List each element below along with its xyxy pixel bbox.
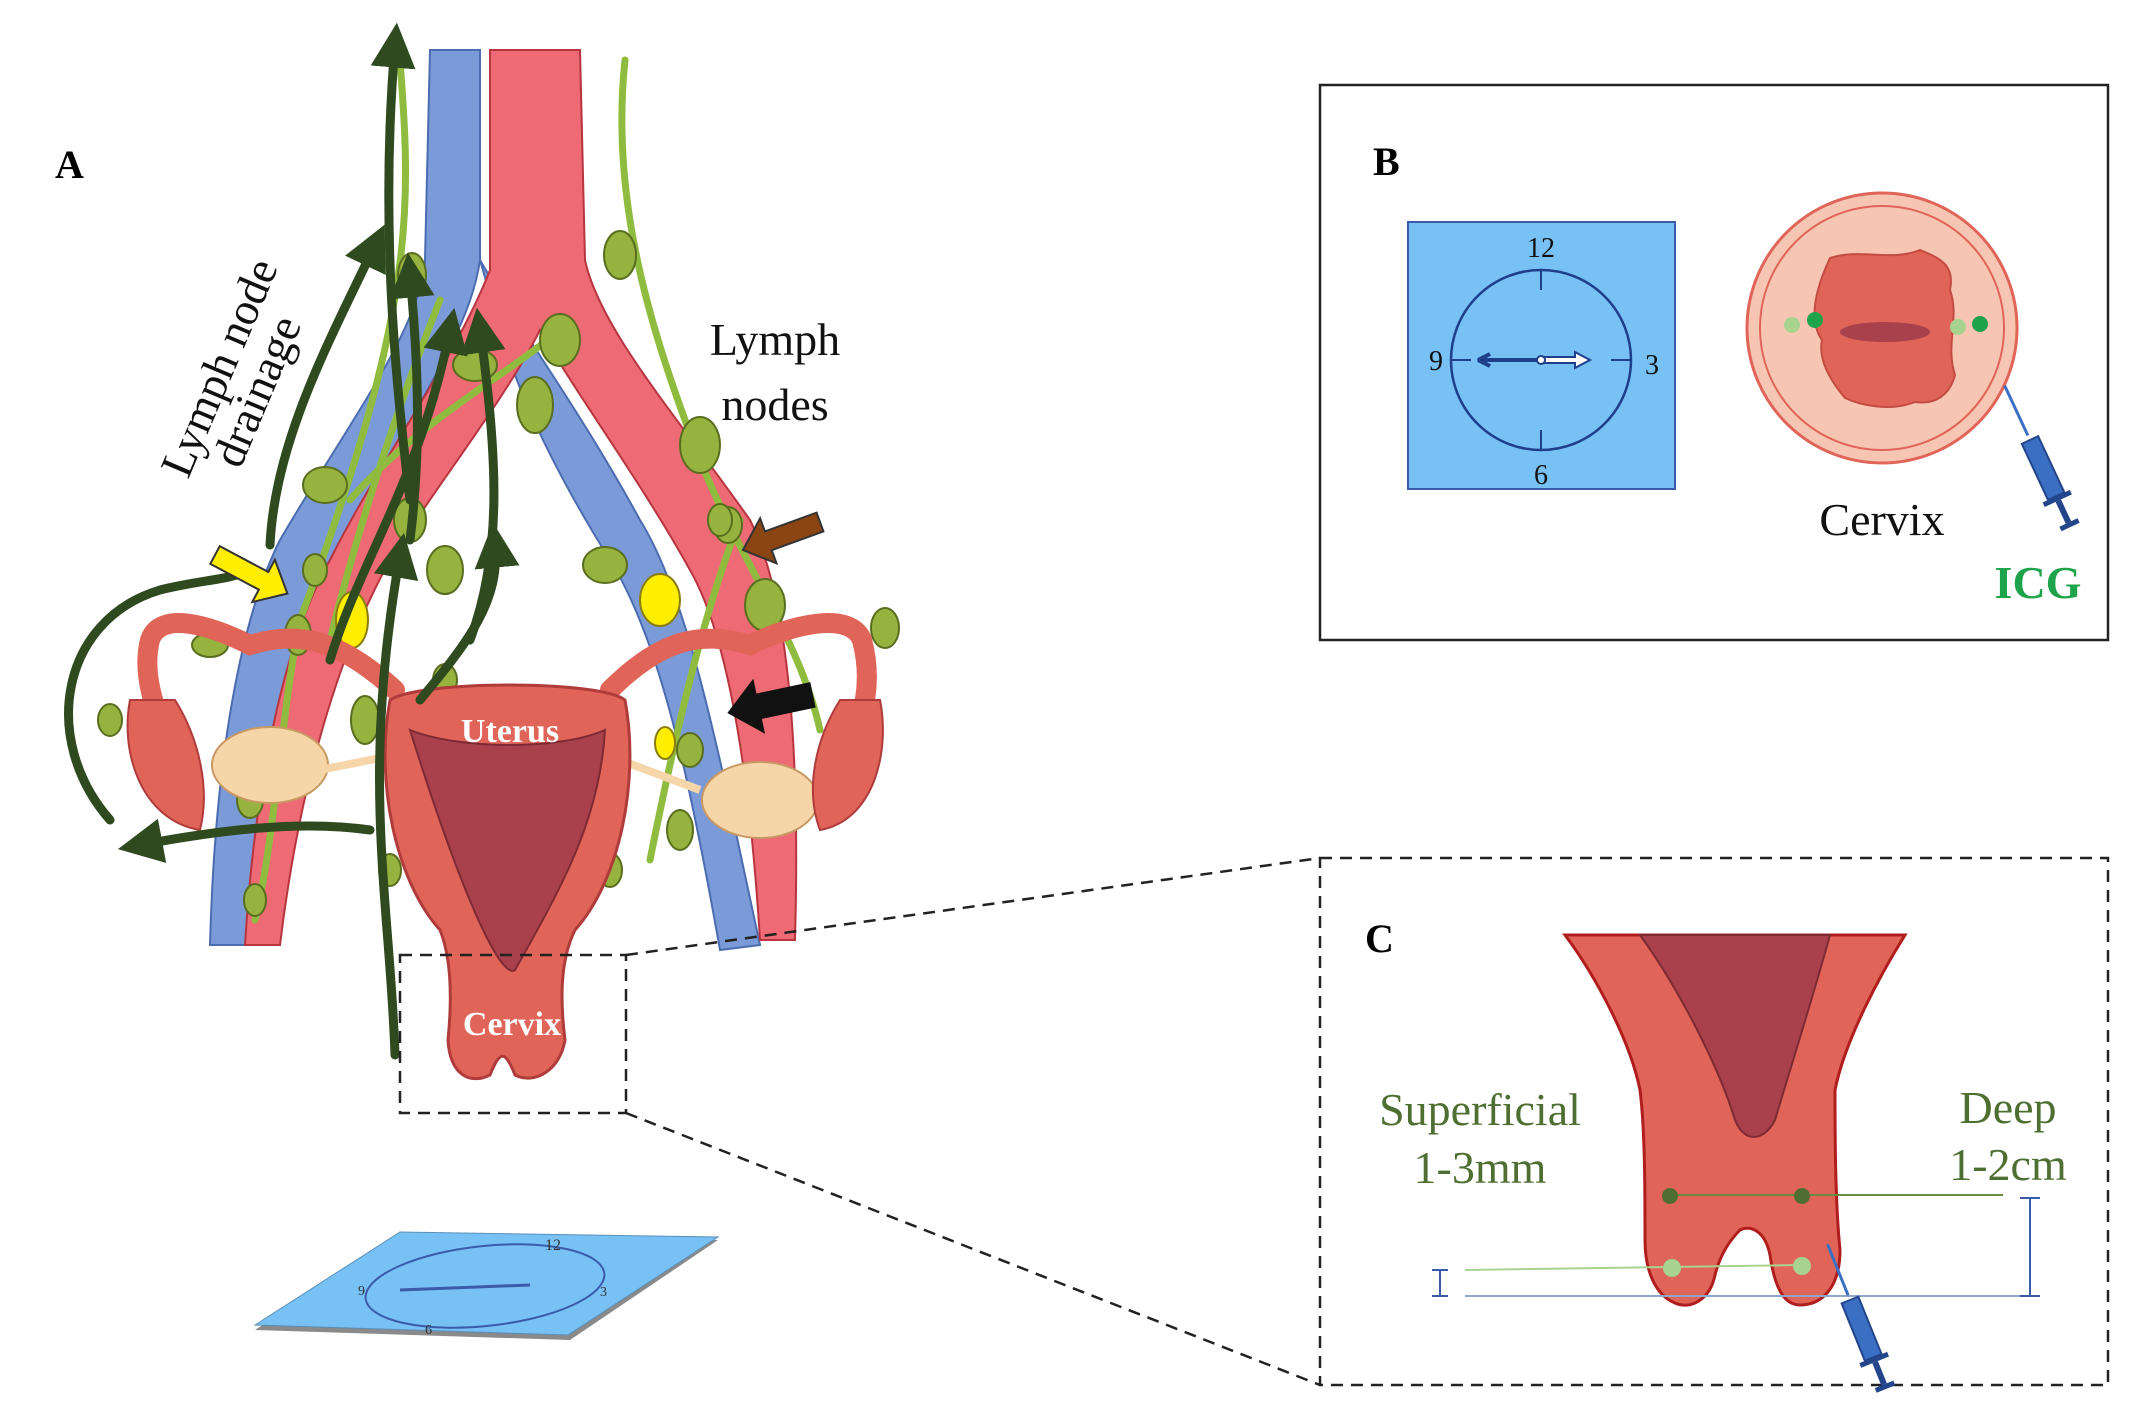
lymph-node: [676, 732, 704, 768]
panel-c-letter: C: [1365, 916, 1394, 961]
clock-12: 12: [1527, 233, 1555, 264]
black-arrow-icon: [727, 678, 816, 734]
cervix-section-canal: [1638, 934, 1832, 1138]
small-clock-9: 9: [358, 1284, 365, 1299]
lymph-node: [426, 545, 464, 595]
fimbria-right: [811, 699, 884, 832]
yellow-arrow-icon: [208, 544, 289, 604]
superficial-bracket: [1432, 1269, 1448, 1297]
ovary-left: [211, 726, 329, 804]
panel-c: C Superficial 1-3mm Deep 1-2cm: [1318, 856, 2110, 1397]
superficial-label: Superficial: [1379, 1084, 1581, 1135]
clock-icon: 12 9 3 6: [1407, 221, 1676, 491]
lymph-node: [243, 883, 267, 917]
clock-9: 9: [1429, 346, 1443, 377]
drainage-arrow: [265, 224, 386, 550]
clock-plate-small: 12 9 3 6: [253, 1231, 720, 1340]
deep-label: Deep: [1959, 1082, 2056, 1133]
panel-a: A: [55, 22, 1321, 1387]
lymph-node: [870, 607, 900, 649]
deep-injection-right: [1794, 1188, 1810, 1204]
lymph-node: [302, 466, 348, 504]
drainage-arrow: [64, 565, 255, 825]
lymph-node: [603, 230, 637, 280]
lymph-node: [302, 553, 328, 587]
uterus-cavity: [408, 728, 607, 972]
clock-3: 3: [1645, 350, 1659, 381]
deep-injection-left: [1662, 1188, 1678, 1204]
sentinel-nodes: [335, 573, 681, 760]
small-clock-3: 3: [600, 1285, 607, 1300]
lymph-node: [666, 809, 694, 851]
lymph-node: [350, 695, 380, 745]
fallopian-tube-left: [137, 613, 405, 770]
superficial-depth: 1-3mm: [1414, 1142, 1547, 1193]
lymph-node: [97, 703, 123, 737]
panel-a-letter: A: [55, 142, 84, 187]
small-clock-12: 12: [545, 1237, 561, 1254]
deep-depth: 1-2cm: [1949, 1139, 2067, 1190]
uterus-group: Uterus Cervix: [126, 613, 884, 1081]
lymph-node: [516, 376, 554, 434]
deep-bracket: [2020, 1197, 2040, 1297]
zoom-line-top: [625, 856, 1321, 957]
nodes-label-line1: Lymph: [710, 314, 840, 365]
sentinel-node: [654, 726, 676, 760]
fimbria-left: [126, 699, 205, 832]
lymph-node: [679, 416, 721, 474]
drainage-arrows: [64, 22, 520, 1060]
superficial-injection-left: [1663, 1259, 1681, 1277]
cervix-zoom-box: [398, 953, 628, 1115]
vein-right: [479, 259, 762, 952]
superficial-line: [1464, 1264, 1801, 1271]
lymph-node: [539, 313, 581, 367]
sentinel-node: [639, 573, 681, 627]
drainage-arrow: [373, 532, 419, 1060]
lymph-node: [582, 546, 628, 584]
nodes-label-line2: nodes: [721, 379, 828, 430]
panel-b-cervix-label: Cervix: [1819, 494, 1944, 545]
drainage-arrow: [389, 252, 435, 545]
panel-b: B 12 9 3 6 Cer: [1318, 83, 2110, 642]
drainage-arrow: [415, 522, 520, 705]
brown-arrow-icon: [741, 511, 825, 566]
icg-label: ICG: [1995, 557, 2082, 608]
superficial-injection-right: [1793, 1257, 1811, 1275]
drainage-arrow: [117, 818, 375, 863]
lymph-node: [707, 503, 733, 537]
cervix-label: Cervix: [463, 1006, 561, 1043]
cervix-face: [1745, 191, 2019, 465]
panel-b-letter: B: [1373, 139, 1400, 184]
ovary-right: [701, 761, 819, 839]
zoom-line-bottom: [625, 1111, 1321, 1387]
uterus-label: Uterus: [461, 713, 559, 750]
drainage-arrow: [325, 307, 468, 665]
small-clock-6: 6: [425, 1323, 432, 1338]
clock-6: 6: [1534, 460, 1548, 491]
